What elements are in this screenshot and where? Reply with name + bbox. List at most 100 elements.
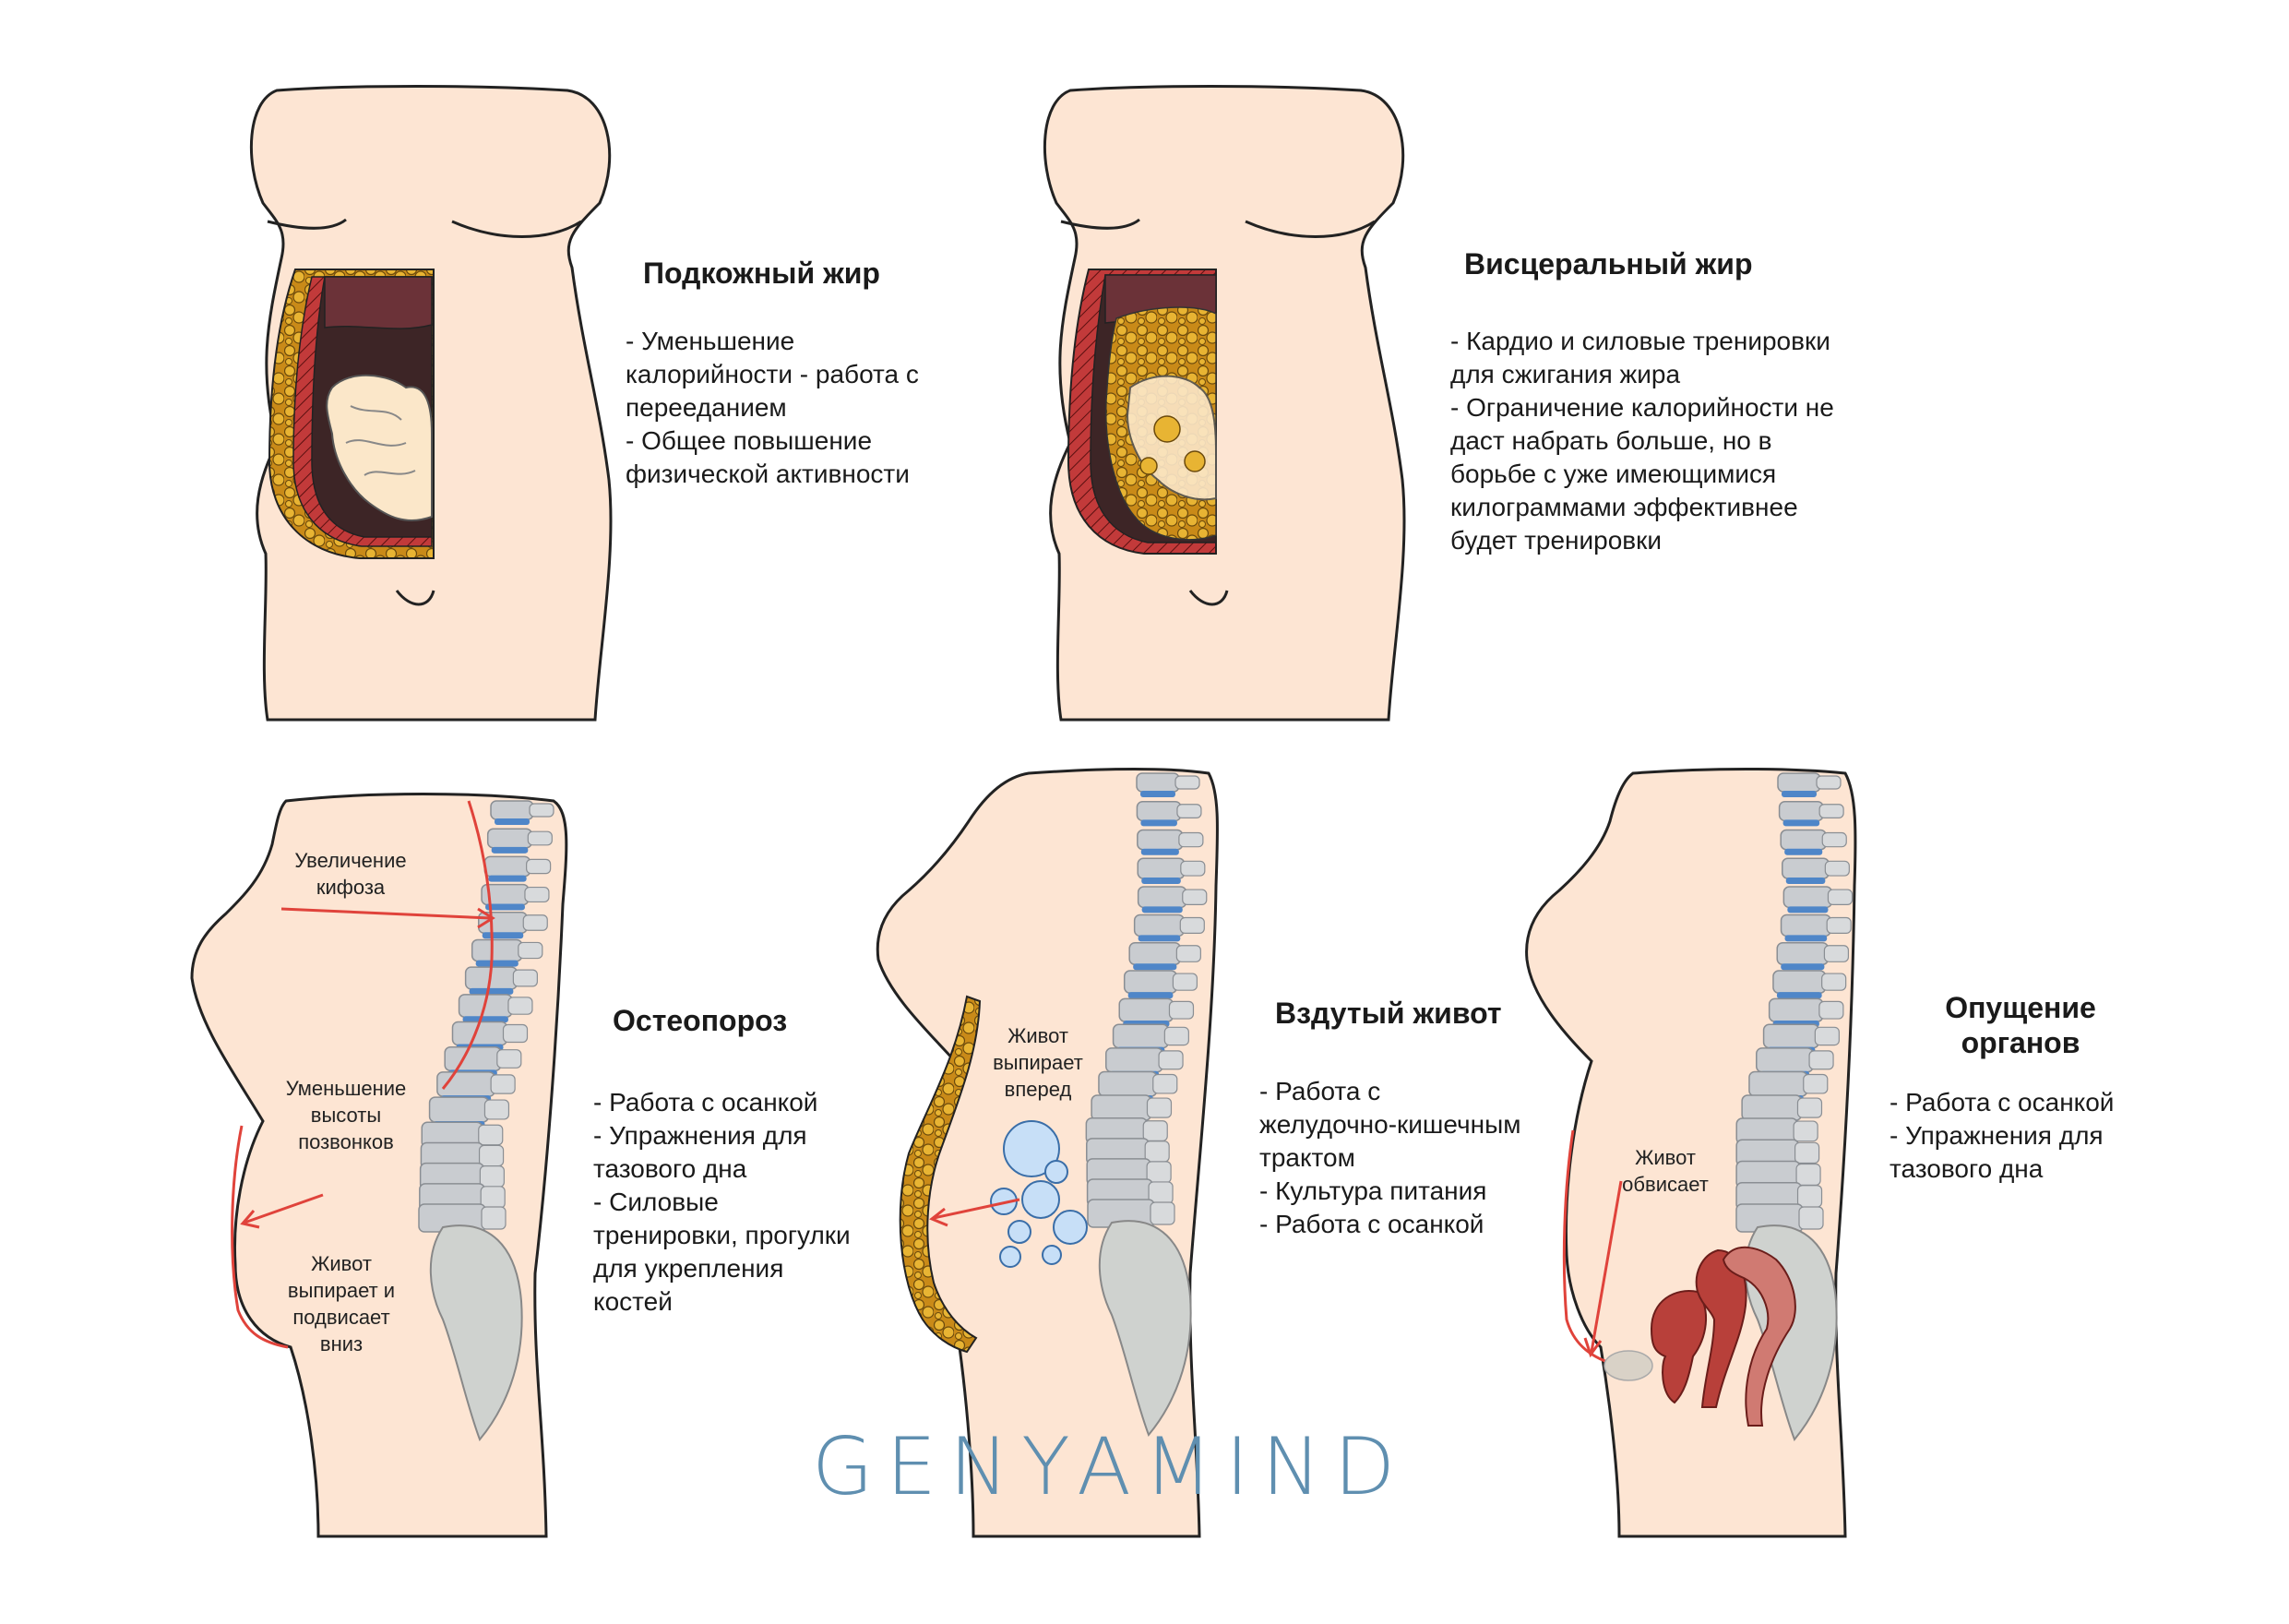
- belly-arrow: [244, 1193, 324, 1224]
- vertebra: [1780, 914, 1831, 937]
- spinous-process: [524, 886, 550, 903]
- intervertebral-disc: [1787, 906, 1829, 914]
- vertebrae-label: Уменьшение высоты позвонков: [263, 1075, 429, 1155]
- kyphosis-label: Увеличение кифоза: [277, 847, 424, 901]
- intervertebral-disc: [1785, 878, 1826, 885]
- text-line: борьбе с уже имеющимися: [1450, 460, 1777, 488]
- spinous-process: [1179, 916, 1205, 935]
- spinous-process: [1144, 1140, 1170, 1163]
- vertebra: [1091, 1094, 1152, 1121]
- label-line: выпирает и: [287, 1279, 396, 1302]
- label-line: Живот: [1635, 1146, 1696, 1169]
- bloated-belly-label: Живот выпирает вперед: [978, 1022, 1098, 1103]
- vertebra: [471, 938, 523, 962]
- spinous-process: [1796, 1185, 1823, 1208]
- vertebra: [1137, 829, 1184, 851]
- spinous-process: [1814, 1026, 1840, 1046]
- intervertebral-disc: [1782, 791, 1817, 797]
- spinous-process: [1827, 889, 1854, 906]
- label-line: подвисает: [292, 1306, 390, 1329]
- belly-arrow: [1590, 1180, 1623, 1353]
- vertebra: [428, 1096, 490, 1123]
- vertebra: [1112, 1023, 1170, 1049]
- spinous-process: [507, 997, 533, 1015]
- vertebra: [1136, 772, 1180, 793]
- belly-fat-belt: [899, 995, 982, 1354]
- belly-curve: [231, 1125, 289, 1349]
- vertebra: [1780, 829, 1827, 851]
- intervertebral-disc: [475, 960, 519, 967]
- text-line: - Кардио и силовые тренировки: [1450, 327, 1830, 355]
- intervertebral-disc: [491, 846, 529, 854]
- spinous-process: [1823, 945, 1850, 962]
- spinous-process: [1158, 1050, 1184, 1070]
- intervertebral-disc: [1781, 963, 1825, 971]
- vertebra: [1118, 997, 1174, 1022]
- spinous-process: [1821, 973, 1847, 991]
- vagina: [1695, 1248, 1747, 1408]
- label-line: обвисает: [1622, 1173, 1709, 1196]
- spinous-process: [1182, 889, 1208, 906]
- vertebra: [1768, 997, 1824, 1022]
- spinous-process: [1808, 1050, 1834, 1070]
- gas-bubbles: [990, 1120, 1088, 1268]
- subcutaneous-text: - Уменьшение калорийности - работа с пер…: [626, 325, 919, 491]
- spinous-process: [526, 858, 552, 875]
- text-line: костей: [593, 1287, 673, 1316]
- prolapse-belly-label: Живот обвисает: [1610, 1144, 1721, 1198]
- liver: [324, 276, 433, 329]
- vertebra: [1123, 970, 1178, 994]
- vertebra: [486, 828, 533, 849]
- intervertebral-disc: [1782, 819, 1820, 827]
- label-line: Уменьшение: [285, 1077, 407, 1100]
- intervertebral-disc: [1133, 963, 1177, 971]
- intervertebral-disc: [1784, 935, 1828, 942]
- text-line: - Упражнения для: [1890, 1121, 2104, 1150]
- intervertebral-disc: [1127, 992, 1174, 999]
- osteo-belly-label: Живот выпирает и подвисает вниз: [268, 1250, 415, 1357]
- sacrum: [429, 1224, 523, 1441]
- vertebra: [1782, 857, 1830, 879]
- text-line: перееданием: [626, 393, 787, 422]
- vertebra: [1772, 970, 1827, 994]
- spinous-process: [1795, 1163, 1821, 1186]
- spinous-process: [1150, 1201, 1175, 1225]
- bloated-text: - Работа с желудочно-кишечным трактом - …: [1259, 1075, 1520, 1241]
- sacrum: [1098, 1220, 1192, 1437]
- spinous-process: [1818, 1000, 1844, 1020]
- spinous-process: [1146, 1097, 1173, 1118]
- vertebra: [444, 1045, 502, 1072]
- text-line: - Работа с: [1259, 1077, 1381, 1105]
- vertebra: [1776, 942, 1830, 966]
- text-line: тазового дна: [1890, 1154, 2044, 1183]
- bloated-title: Вздутый живот: [1275, 997, 1502, 1030]
- vertebra: [1762, 1023, 1820, 1049]
- figure-visceral: [1043, 85, 1406, 722]
- spinous-process: [478, 1144, 505, 1167]
- intervertebral-disc: [1141, 906, 1183, 914]
- text-line: - Ограничение калорийности не: [1450, 393, 1834, 422]
- vertebra: [1137, 886, 1187, 909]
- text-line: физической активности: [626, 460, 910, 488]
- kyphosis-curve: [441, 800, 494, 1090]
- spinous-process: [1824, 860, 1850, 877]
- vertebra: [483, 855, 531, 878]
- spine: [418, 800, 554, 1233]
- vertebra: [1137, 857, 1186, 879]
- label-line: выпирает: [993, 1051, 1083, 1074]
- text-line: желудочно-кишечным: [1259, 1110, 1521, 1139]
- intervertebral-disc: [482, 932, 524, 939]
- visceral-text: - Кардио и силовые тренировки для сжиган…: [1450, 325, 1834, 557]
- spinous-process: [518, 941, 543, 960]
- intervertebral-disc: [495, 818, 530, 825]
- spinous-process: [1142, 1120, 1168, 1142]
- vertebra: [1098, 1070, 1158, 1097]
- intervertebral-disc: [1140, 791, 1175, 797]
- intervertebral-disc: [462, 1016, 508, 1023]
- spinous-process: [481, 1206, 507, 1230]
- text-line: тазового дна: [593, 1154, 747, 1183]
- text-line: трактом: [1259, 1143, 1355, 1172]
- intervertebral-disc: [1776, 992, 1822, 999]
- text-line: - Упражнения для: [593, 1121, 807, 1150]
- title-line: Опущение: [1945, 991, 2096, 1024]
